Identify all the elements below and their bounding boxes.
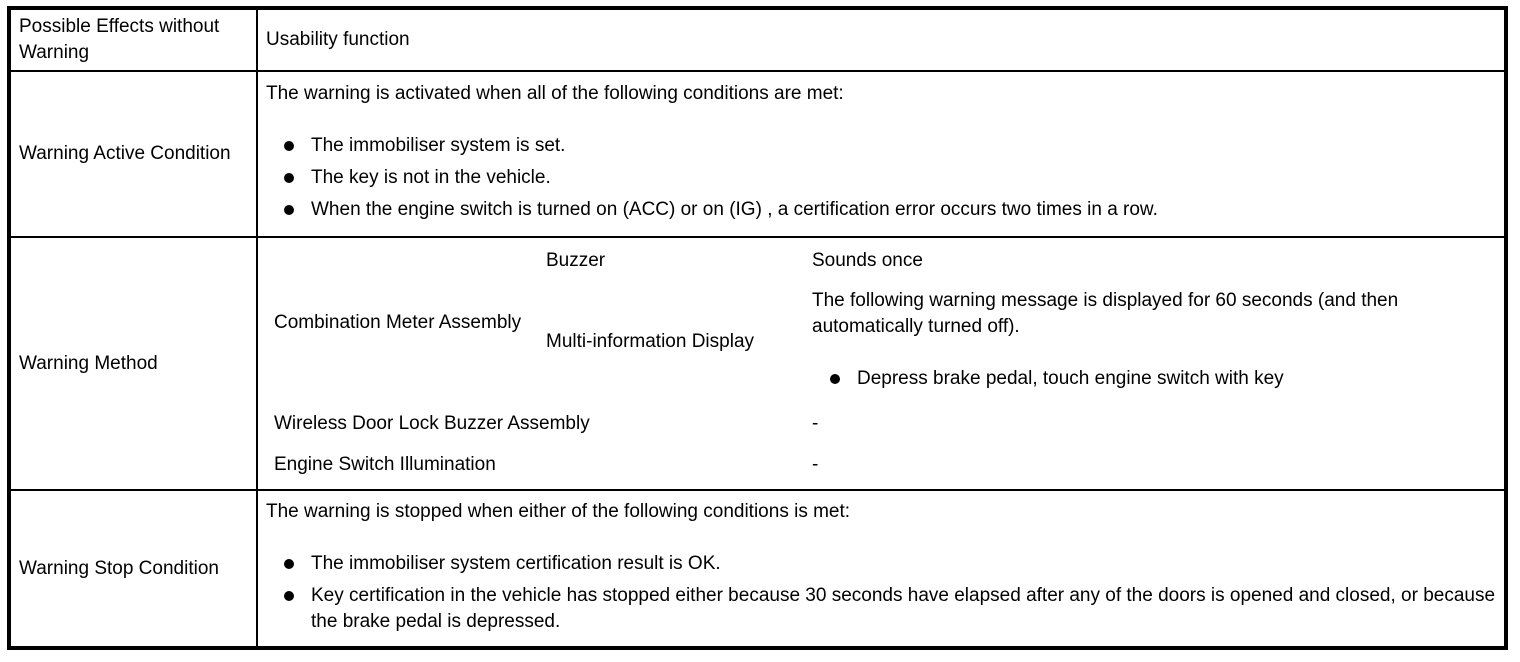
list-item: The key is not in the vehicle.: [266, 165, 1496, 191]
bullet-icon: [284, 205, 294, 215]
possible-effects-value: Usability function: [256, 7, 1507, 72]
multi-information-display-row: Multi-information Display The following …: [266, 280, 1496, 404]
wireless-door-lock-buzzer-value: -: [812, 413, 819, 434]
warning-spec-table: Possible Effects without Warning Usabili…: [7, 6, 1508, 650]
warning-active-condition-content: The warning is activated when all of the…: [256, 70, 1507, 238]
bullet-icon: [284, 173, 294, 183]
engine-switch-illumination-label: Engine Switch Illumination: [274, 453, 496, 475]
list-item-text: Depress brake pedal, touch engine switch…: [857, 368, 1284, 389]
mid-intro: The following warning message is display…: [812, 290, 1399, 337]
buzzer-value: Sounds once: [812, 250, 923, 271]
bullet-icon: [830, 374, 840, 384]
row-warning-method: Warning Method Combination Meter Assembl…: [8, 236, 1507, 491]
list-item: The immobiliser system is set.: [266, 133, 1496, 159]
engine-switch-illumination-row: Engine Switch Illumination -: [266, 444, 1496, 485]
list-item-text: When the engine switch is turned on (ACC…: [311, 199, 1158, 220]
possible-effects-label: Possible Effects without Warning: [8, 7, 258, 72]
mid-bullet-list: Depress brake pedal, touch engine switch…: [812, 366, 1488, 392]
warning-active-intro: The warning is activated when all of the…: [266, 83, 844, 104]
list-item: Depress brake pedal, touch engine switch…: [812, 366, 1488, 392]
bullet-icon: [284, 141, 294, 151]
buzzer-label: Buzzer: [546, 250, 606, 271]
wireless-door-lock-buzzer-row: Wireless Door Lock Buzzer Assembly -: [266, 404, 1496, 444]
list-item-text: The key is not in the vehicle.: [311, 167, 551, 188]
row-possible-effects: Possible Effects without Warning Usabili…: [8, 7, 1507, 72]
multi-information-display-label: Multi-information Display: [546, 331, 755, 352]
engine-switch-illumination-value: -: [812, 453, 819, 475]
list-item-text: The immobiliser system certification res…: [311, 552, 721, 574]
warning-stop-bullet-list: The immobiliser system certification res…: [266, 551, 1496, 635]
wireless-door-lock-buzzer-label: Wireless Door Lock Buzzer Assembly: [274, 413, 590, 434]
bullet-icon: [284, 558, 294, 569]
warning-method-label: Warning Method: [8, 236, 258, 491]
warning-stop-condition-label: Warning Stop Condition: [8, 489, 258, 649]
buzzer-row: Combination Meter Assembly Buzzer Sounds…: [266, 242, 1496, 333]
warning-method-table: Combination Meter Assembly Buzzer Sounds…: [266, 242, 1496, 485]
warning-method-content: Combination Meter Assembly Buzzer Sounds…: [256, 236, 1507, 491]
list-item-text: Key certification in the vehicle has sto…: [311, 584, 1496, 632]
warning-active-condition-label: Warning Active Condition: [8, 70, 258, 238]
row-warning-active-condition: Warning Active Condition The warning is …: [8, 70, 1507, 238]
multi-information-display-value: The following warning message is display…: [804, 280, 1496, 404]
list-item: When the engine switch is turned on (ACC…: [266, 197, 1496, 223]
warning-active-bullet-list: The immobiliser system is set. The key i…: [266, 133, 1496, 223]
combination-meter-assembly-label: Combination Meter Assembly: [274, 312, 522, 333]
row-warning-stop-condition: Warning Stop Condition The warning is st…: [8, 489, 1507, 649]
bullet-icon: [284, 590, 294, 601]
warning-stop-condition-content: The warning is stopped when either of th…: [256, 489, 1507, 649]
warning-stop-intro: The warning is stopped when either of th…: [266, 500, 851, 522]
list-item: The immobiliser system certification res…: [266, 551, 1496, 577]
list-item-text: The immobiliser system is set.: [311, 135, 566, 156]
list-item: Key certification in the vehicle has sto…: [266, 583, 1496, 635]
